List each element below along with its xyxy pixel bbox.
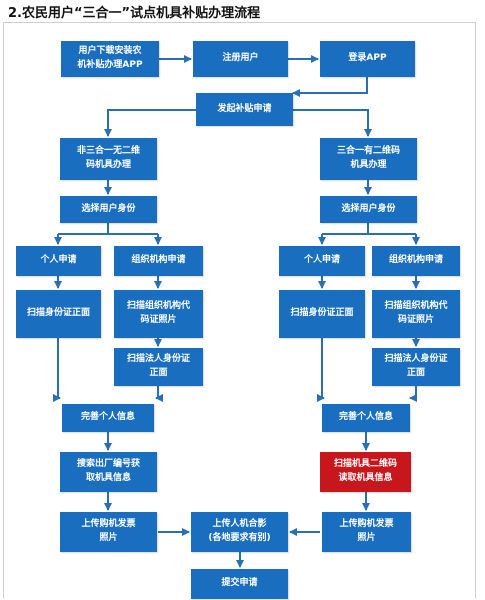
edge-scanid-complete-left: [53, 338, 61, 402]
node-upload-invoice-right: 上传购机发票 照片: [322, 512, 411, 552]
node-no-qr: 非三合一无二维 码机具办理: [60, 138, 157, 180]
node-personal-right: 个人申请: [279, 246, 365, 276]
node-upload-photo: 上传人机合影 (各地要求有别): [191, 512, 288, 552]
edge-login-start: [292, 77, 368, 97]
node-complete-info-left: 完善个人信息: [62, 404, 154, 432]
edge-scanid-complete-right: [317, 338, 325, 402]
node-scan-org-right: 扫描组织机构代 码证照片: [372, 290, 460, 338]
edge-select-split-left: [57, 223, 159, 243]
node-register: 注册用户: [193, 41, 288, 77]
page-title: 2.农民用户“三合一”试点机具补贴办理流程: [8, 6, 261, 21]
node-search-factory: 搜索出厂编号获 取机具信息: [60, 452, 157, 492]
node-start-apply: 发起补贴申请: [196, 93, 293, 126]
node-submit: 提交申请: [191, 569, 288, 599]
node-scan-id-right: 扫描身份证正面: [279, 290, 365, 338]
node-personal-left: 个人申请: [16, 246, 101, 276]
node-scan-id-left: 扫描身份证正面: [16, 290, 101, 338]
edge-legal-complete-left: [155, 386, 163, 402]
node-select-identity-right: 选择用户身份: [320, 196, 417, 223]
edge-select-split-right: [322, 223, 416, 235]
node-complete-info-right: 完善个人信息: [322, 404, 410, 432]
edge-start-noqr: [104, 109, 196, 137]
diagram-frame: [3, 22, 476, 598]
node-upload-invoice-left: 上传购机发票 照片: [60, 512, 157, 552]
node-scan-machine-qr: 扫描机具二维码 读取机具信息: [320, 452, 411, 492]
node-select-identity-left: 选择用户身份: [60, 196, 157, 223]
node-scan-legal-left: 扫描法人身份证 正面: [114, 348, 203, 386]
node-org-right: 组织机构申请: [372, 246, 460, 276]
node-download-app: 用户下载安装农 机补贴办理APP: [61, 41, 159, 77]
node-scan-legal-right: 扫描法人身份证 正面: [372, 348, 460, 386]
edge-start-withqr: [293, 109, 372, 137]
edge-legal-complete-right: [409, 386, 417, 402]
node-org-left: 组织机构申请: [114, 246, 203, 276]
node-scan-org-left: 扫描组织机构代 码证照片: [114, 290, 203, 338]
node-login: 登录APP: [320, 41, 415, 77]
node-with-qr: 三合一有二维码 机具办理: [320, 138, 417, 180]
